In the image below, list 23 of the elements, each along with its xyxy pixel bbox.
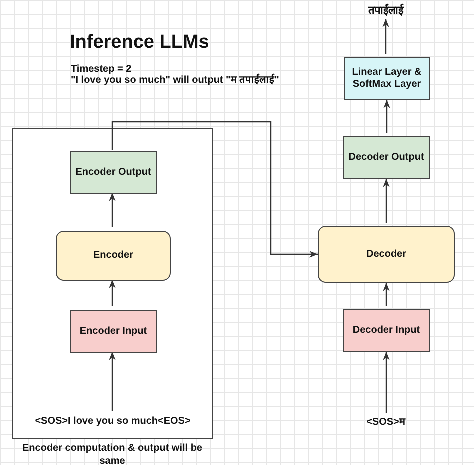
arrow [109,193,116,227]
arrow [384,100,390,133]
input-text: <SOS>म [356,416,416,430]
encoder-box: Encoder [56,231,171,281]
arrow [383,179,390,223]
arrow [109,352,116,411]
arrow [383,283,390,306]
input-text: <SOS>I love you so much<EOS> [33,415,193,429]
frame-caption: Encoder computation & output will be same [22,442,204,465]
output-box: Encoder Output [70,151,157,194]
arrow [109,280,116,306]
arrow [382,19,390,54]
output-box: Decoder Output [343,136,430,179]
decoder-box: Decoder [318,226,455,283]
note-text: "I love you so much" will output "म तपाईंलाई" [71,75,280,86]
output-text: तपाईंलाई [346,3,426,19]
note-text: Timestep = 2 [71,64,132,75]
title: Inference LLMs [70,32,210,54]
arrow [112,121,318,258]
arrow [383,352,390,413]
input-box: Encoder Input [70,310,157,353]
layer-box: Linear Layer & SoftMax Layer [344,57,430,100]
input-box: Decoder Input [343,309,430,352]
